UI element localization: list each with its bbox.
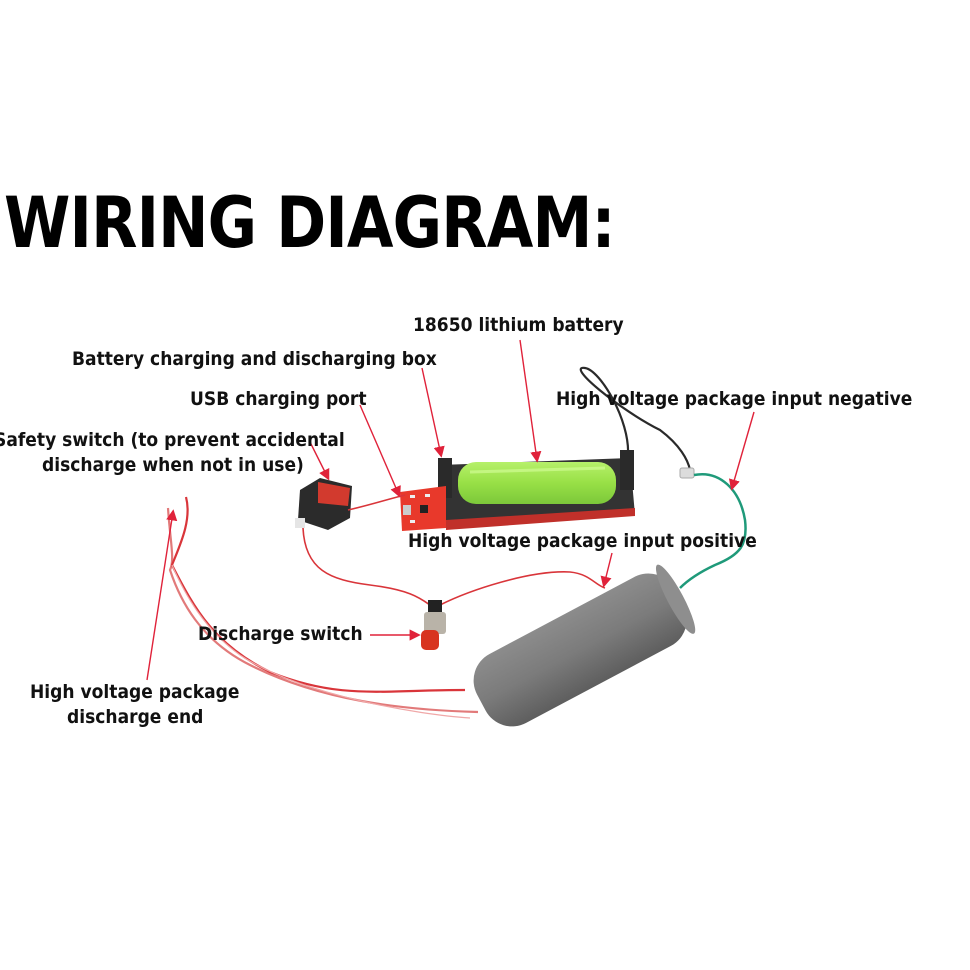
label-charging-box: Battery charging and discharging box [72, 348, 437, 370]
black-wire [579, 366, 692, 471]
safety-switch [295, 478, 352, 530]
discharge-wire-a [166, 507, 479, 714]
label-hv-positive: High voltage package input positive [408, 530, 757, 552]
arrow-battery [519, 339, 542, 463]
arrow-usb [359, 404, 401, 498]
wire-connector [679, 467, 695, 479]
charging-board [400, 486, 446, 531]
label-hv-negative: High voltage package input negative [556, 388, 913, 410]
arrow-safety [309, 441, 330, 481]
arrow-negative [728, 411, 755, 491]
arrow-discharge-end [146, 509, 178, 681]
red-wire-switch-to-button [302, 527, 431, 606]
red-wire-button-to-coil [439, 571, 606, 606]
green-wire [679, 472, 747, 589]
label-safety-switch-line2: discharge when not in use) [42, 454, 304, 476]
discharge-push-button [421, 600, 446, 650]
page-title: WIRING DIAGRAM: [4, 182, 616, 264]
label-battery: 18650 lithium battery [413, 314, 624, 336]
red-wire-switch-to-board [347, 494, 406, 511]
label-discharge-end-line1: High voltage package [30, 681, 240, 703]
discharge-wire-b [170, 496, 466, 693]
arrow-box [421, 367, 445, 458]
label-discharge-end-line2: discharge end [67, 706, 204, 728]
annotation-arrows [146, 339, 755, 681]
high-voltage-coil [473, 564, 696, 727]
label-discharge-switch: Discharge switch [198, 623, 363, 645]
arrow-positive [600, 552, 613, 588]
label-usb-port: USB charging port [190, 388, 367, 410]
label-safety-switch-line1: Safety switch (to prevent accidental [0, 429, 345, 451]
